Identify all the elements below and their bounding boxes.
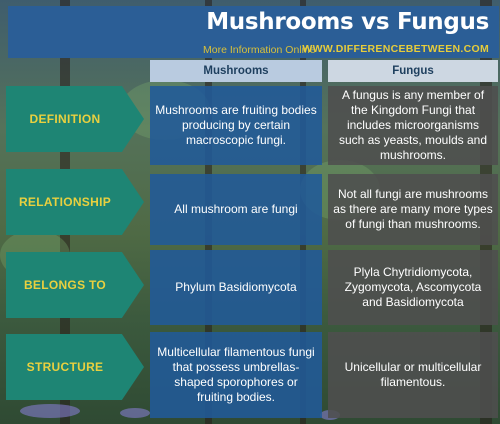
mushrooms-cell-relationship: All mushroom are fungi — [150, 174, 322, 245]
fungus-cell-definition: A fungus is any member of the Kingdom Fu… — [328, 86, 498, 165]
page-title: Mushrooms vs Fungus — [206, 9, 489, 35]
row-label-text: DEFINITION — [29, 112, 101, 126]
fungus-cell-structure: Unicellular or multicellular filamentous… — [328, 332, 498, 418]
column-header-fungus: Fungus — [328, 60, 498, 82]
row-label-definition: DEFINITION — [6, 86, 144, 152]
row-label-belongs-to: BELONGS TO — [6, 252, 144, 318]
column-header-mushrooms: Mushrooms — [150, 60, 322, 82]
row-label-text: BELONGS TO — [23, 278, 107, 292]
fungus-cell-relationship: Not all fungi are mushrooms as there are… — [328, 174, 498, 245]
mushrooms-cell-belongs-to: Phylum Basidiomycota — [150, 250, 322, 325]
website-link[interactable]: WWW.DIFFERENCEBETWEEN.COM — [302, 43, 489, 55]
header-banner: Mushrooms vs Fungus More Information Onl… — [8, 6, 499, 58]
fungus-cell-belongs-to: Plyla Chytridiomycota, Zygomycota, Ascom… — [328, 250, 498, 325]
mushrooms-cell-definition: Mushrooms are fruiting bodies producing … — [150, 86, 322, 165]
row-label-structure: STRUCTURE — [6, 334, 144, 400]
row-label-relationship: RELATIONSHIP — [6, 169, 144, 235]
mushrooms-cell-structure: Multicellular filamentous fungi that pos… — [150, 332, 322, 418]
row-label-text: RELATIONSHIP — [18, 195, 112, 209]
background-bluebells — [20, 404, 80, 418]
row-label-text: STRUCTURE — [26, 360, 104, 374]
background-bluebells — [120, 408, 150, 418]
more-info-text: More Information Online — [203, 44, 316, 56]
